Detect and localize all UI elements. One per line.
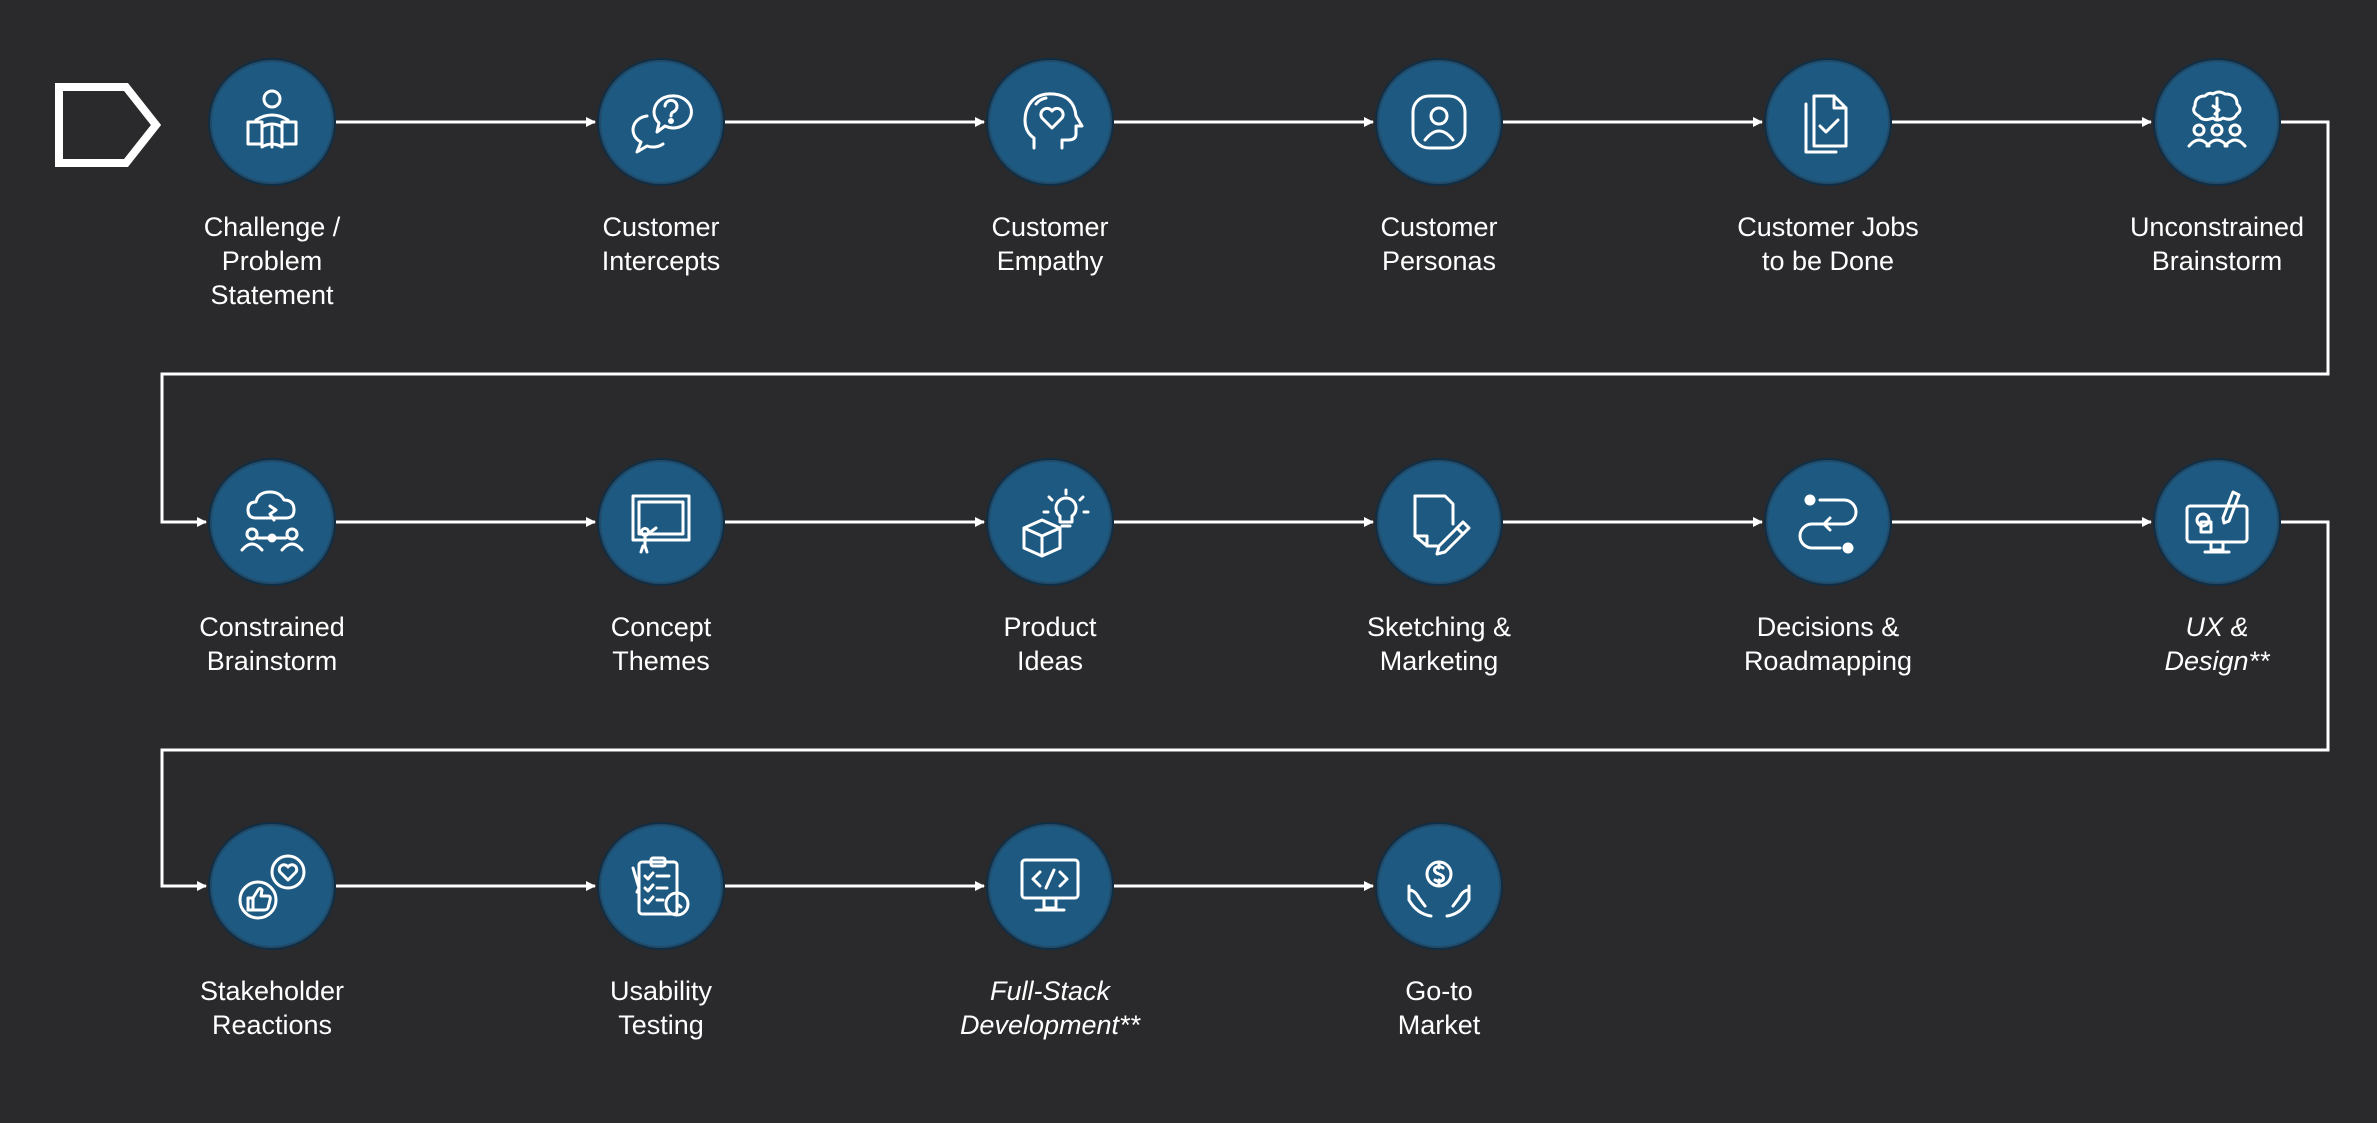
step-label-line: Product bbox=[1003, 612, 1097, 642]
paper-pencil-icon bbox=[1413, 494, 1471, 556]
step-node-intercepts bbox=[597, 58, 725, 186]
step-label-line: Constrained bbox=[199, 612, 345, 642]
step-label-line: Statement bbox=[210, 280, 334, 310]
step-label-line: Development** bbox=[959, 1010, 1141, 1040]
design-monitor-icon bbox=[2185, 490, 2249, 554]
route-path-icon bbox=[1798, 494, 1858, 554]
step-label-line: Themes bbox=[612, 646, 710, 676]
step-label-line: Full-Stack bbox=[989, 976, 1111, 1006]
step-label-line: Customer bbox=[602, 212, 720, 242]
step-label-line: Usability bbox=[609, 976, 713, 1006]
step-node-unconstrained bbox=[2153, 58, 2281, 186]
step-label-line: Reactions bbox=[211, 1010, 333, 1040]
step-label: Decisions & Roadmapping bbox=[1668, 610, 1988, 678]
step-label-line: Testing bbox=[618, 1010, 704, 1040]
step-label-line: Customer Jobs bbox=[1737, 212, 1919, 242]
step-label-line: Sketching & bbox=[1366, 612, 1512, 642]
step-node-usability bbox=[597, 822, 725, 950]
step-label: Customer Jobs to be Done bbox=[1668, 210, 1988, 278]
step-node-sketching bbox=[1375, 458, 1503, 586]
brain-team-icon bbox=[2187, 90, 2247, 148]
thumbs-heart-icon bbox=[238, 854, 306, 920]
head-heart-icon bbox=[1023, 92, 1084, 150]
step-label-line: Concept bbox=[610, 612, 712, 642]
cloud-team-icon bbox=[240, 490, 304, 552]
step-label-line: Brainstorm bbox=[206, 646, 338, 676]
speech-question-icon bbox=[631, 94, 693, 154]
user-profile-icon bbox=[1411, 94, 1467, 150]
step-label-line: Design** bbox=[2164, 646, 2270, 676]
step-node-decisions bbox=[1764, 458, 1892, 586]
document-check-icon bbox=[1804, 94, 1848, 154]
step-label-line: Challenge / bbox=[203, 212, 341, 242]
checklist-clock-icon bbox=[631, 856, 690, 917]
step-label-line: Ideas bbox=[1016, 646, 1084, 676]
step-node-ux bbox=[2153, 458, 2281, 586]
step-node-challenge bbox=[208, 58, 336, 186]
step-label-line: Customer bbox=[991, 212, 1109, 242]
wrap-connector bbox=[160, 520, 2330, 891]
reading-person-icon bbox=[246, 89, 298, 149]
step-label-line: Intercepts bbox=[601, 246, 721, 276]
step-node-themes bbox=[597, 458, 725, 586]
step-node-constrained bbox=[208, 458, 336, 586]
step-label-line: Unconstrained bbox=[2129, 212, 2305, 242]
step-node-fullstack bbox=[986, 822, 1114, 950]
step-label-line: Empathy bbox=[996, 246, 1104, 276]
step-label-line: Brainstorm bbox=[2151, 246, 2283, 276]
step-node-personas bbox=[1375, 58, 1503, 186]
step-label-line: Decisions & bbox=[1756, 612, 1900, 642]
step-label-line: UX & bbox=[2185, 612, 2249, 642]
box-lightbulb-icon bbox=[1022, 488, 1090, 558]
step-node-jobs bbox=[1764, 58, 1892, 186]
start-pentagon-icon bbox=[55, 83, 162, 167]
step-label-line: Stakeholder bbox=[199, 976, 345, 1006]
step-label-line: Roadmapping bbox=[1743, 646, 1913, 676]
step-node-ideas bbox=[986, 458, 1114, 586]
step-node-reactions bbox=[208, 822, 336, 950]
step-label-line: Customer bbox=[1380, 212, 1498, 242]
code-monitor-icon bbox=[1020, 858, 1080, 912]
framed-board-icon bbox=[631, 494, 691, 554]
wrap-connector bbox=[160, 120, 2330, 527]
step-node-gtm bbox=[1375, 822, 1503, 950]
step-label-line: Personas bbox=[1381, 246, 1497, 276]
step-node-empathy bbox=[986, 58, 1114, 186]
step-label-line: Problem bbox=[221, 246, 323, 276]
hands-dollar-icon bbox=[1407, 860, 1471, 918]
step-label-line: to be Done bbox=[1761, 246, 1895, 276]
step-label-line: Marketing bbox=[1379, 646, 1499, 676]
step-label-line: Market bbox=[1397, 1010, 1481, 1040]
step-label: Sketching & Marketing bbox=[1279, 610, 1599, 678]
step-label: UX & Design** bbox=[2057, 610, 2377, 678]
step-label-line: Go-to bbox=[1405, 976, 1473, 1006]
